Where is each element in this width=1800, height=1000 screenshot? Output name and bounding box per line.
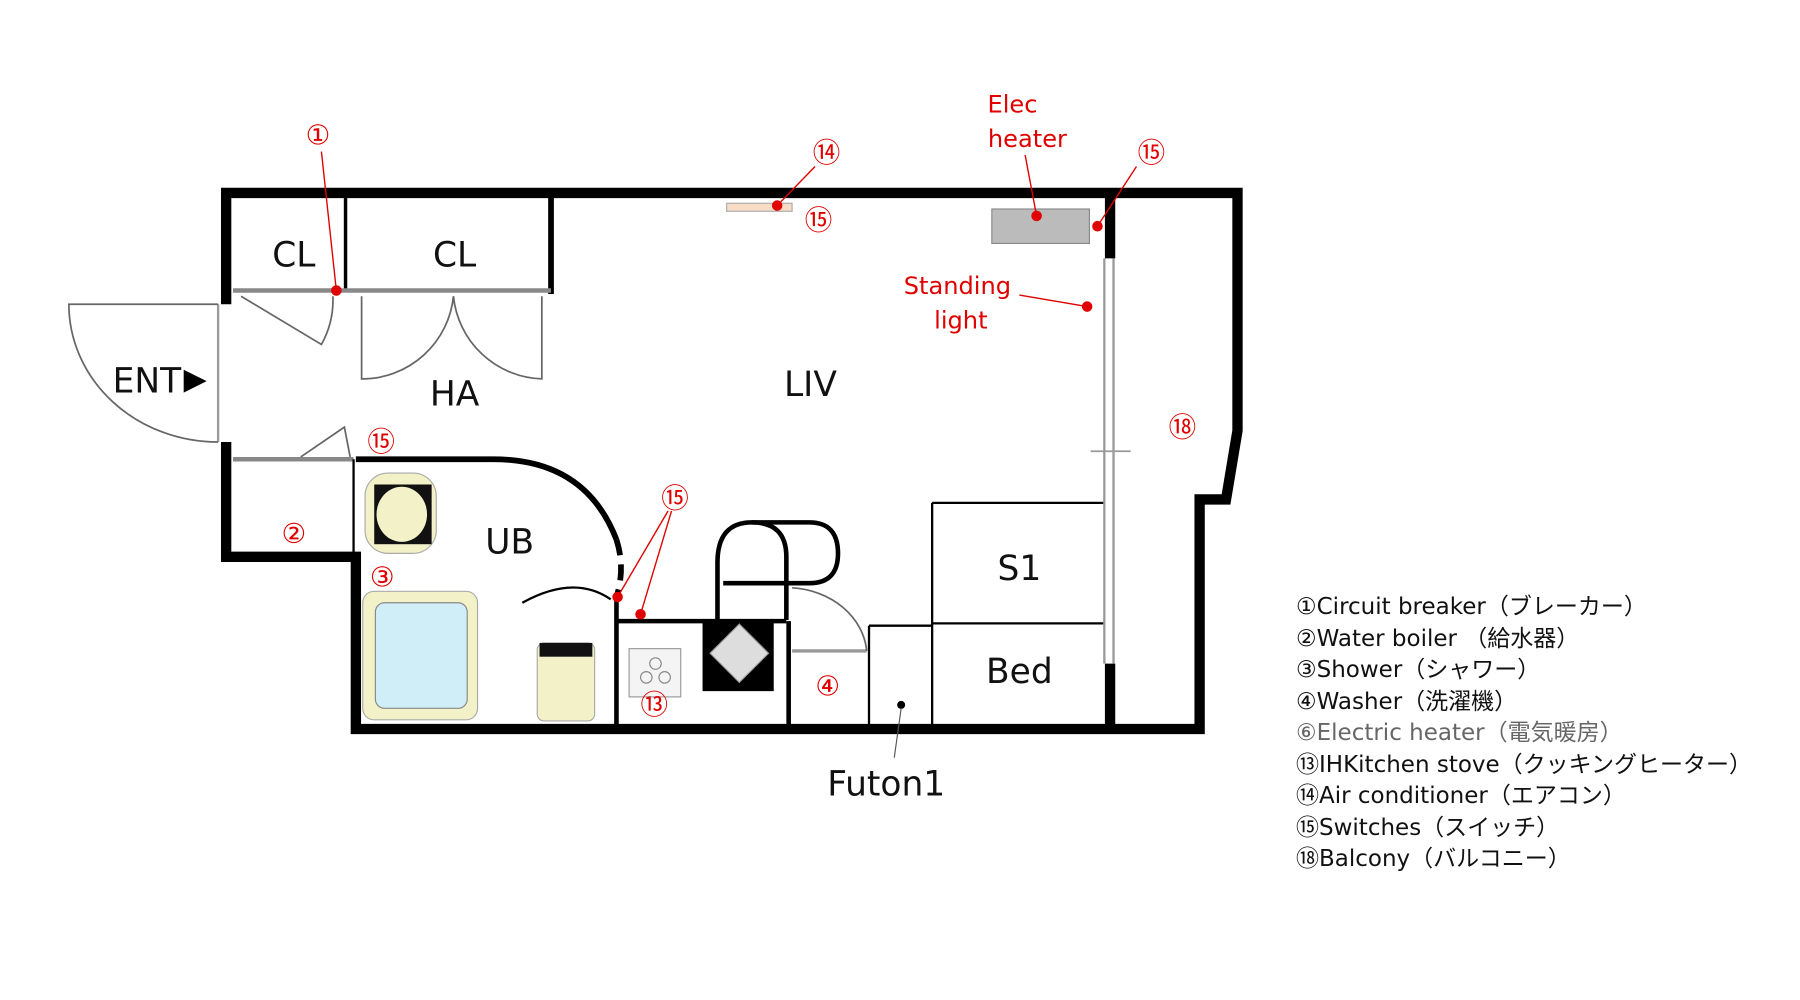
legend-item: ⑭Air conditioner（エアコン） [1296, 783, 1626, 809]
interior-lines [216, 197, 1131, 726]
annotation-leaders [320, 151, 1138, 620]
label-s1: S1 [998, 549, 1042, 589]
legend-item: ⑮Switches（スイッチ） [1296, 814, 1560, 841]
marker-2: ② [282, 518, 307, 550]
marker-14: ⑭ [813, 137, 841, 169]
legend-item: ⑥Electric heater（電気暖房） [1296, 720, 1623, 746]
marker-15-heater: ⑮ [1138, 137, 1166, 169]
elec-heater-label-2: heater [988, 125, 1067, 153]
kitchen-fixtures [628, 520, 841, 698]
marker-15-ac: ⑮ [805, 205, 833, 237]
marker-13: ⑬ [641, 689, 669, 721]
marker-4: ④ [815, 671, 840, 703]
room-label-closet-2: CL [433, 235, 476, 275]
marker-18: ⑱ [1169, 411, 1197, 443]
label-futon: Futon1 [827, 765, 945, 805]
room-label-living: LIV [784, 365, 837, 405]
room-label-hall: HA [430, 374, 480, 414]
room-label-unit-bath: UB [485, 522, 534, 562]
door-swings [68, 295, 868, 652]
marker-15-hall: ⑮ [367, 426, 395, 458]
marker-1: ① [306, 120, 331, 152]
futon-dot [897, 700, 906, 709]
entrance-arrow-icon [183, 369, 207, 393]
room-label-closet-1: CL [272, 235, 315, 275]
legend-item: ①Circuit breaker（ブレーカー） [1296, 594, 1647, 620]
marker-15-kitchen: ⑮ [661, 482, 689, 514]
legend: ①Circuit breaker（ブレーカー） ②Water boiler （給… [1296, 592, 1752, 876]
bathroom-fixtures [362, 472, 596, 722]
entrance-label: ENT [113, 362, 182, 402]
air-conditioner-unit [726, 202, 793, 212]
marker-3: ③ [370, 562, 395, 594]
legend-item: ③Shower（シャワー） [1296, 657, 1541, 683]
legend-item: ⑬IHKitchen stove（クッキングヒーター） [1296, 751, 1752, 778]
standing-light-label-2: light [934, 306, 987, 334]
legend-item: ⑱Balcony（バルコニー） [1296, 846, 1571, 872]
label-bed: Bed [986, 652, 1053, 692]
legend-item: ②Water boiler （給水器） [1296, 625, 1580, 652]
elec-heater-label: Elec [988, 91, 1038, 119]
legend-item: ④Washer（洗濯機） [1296, 688, 1518, 715]
standing-light-label: Standing [904, 272, 1011, 300]
